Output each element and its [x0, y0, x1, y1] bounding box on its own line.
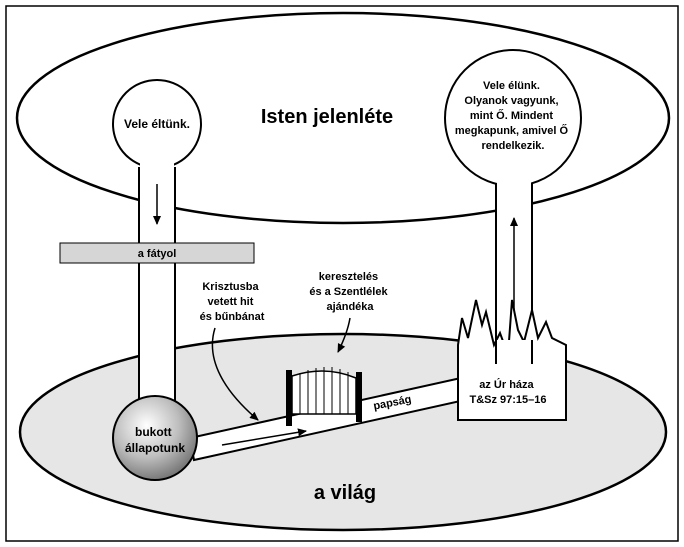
- gate-post-right: [356, 372, 362, 422]
- left-bubble-text: Vele éltünk.: [124, 117, 190, 131]
- baptism-line-2: és a Szentlélek: [309, 286, 388, 298]
- right-bubble-text: Vele élünk. Olyanok vagyunk, mint Ő. Min…: [455, 80, 571, 152]
- temple-label-line-2: T&Sz 97:15–16: [469, 394, 546, 406]
- veil-label: a fátyol: [138, 248, 177, 260]
- right-bubble-line-5: rendelkezik.: [482, 140, 545, 152]
- fallen-state-sphere: [112, 395, 198, 481]
- left-neck-cover: [140, 150, 174, 172]
- fallen-state-label: bukott állapotunk: [125, 425, 185, 455]
- faith-line-2: vetett hit: [208, 296, 254, 308]
- right-bubble-line-2: Olyanok vagyunk,: [464, 95, 558, 107]
- gate-post-left: [286, 370, 292, 426]
- faith-pointer: [211, 327, 259, 421]
- path-arrow: [221, 428, 307, 446]
- right-neck-cover: [497, 170, 531, 192]
- right-bubble-line-4: megkapunk, amivel Ő: [455, 124, 569, 137]
- temple-label: az Úr háza T&Sz 97:15–16: [469, 378, 546, 406]
- right-bubble-line-1: Vele élünk.: [483, 80, 540, 92]
- veil-bar: [59, 242, 255, 264]
- fallen-state-line-2: állapotunk: [125, 441, 185, 455]
- faith-label: Krisztusba vetett hit és bűnbánat: [200, 281, 265, 323]
- faith-line-1: Krisztusba: [202, 281, 259, 293]
- gate: [286, 367, 362, 426]
- temple-column-cover: [497, 340, 531, 360]
- baptism-line-1: keresztelés: [319, 271, 378, 283]
- temple-label-line-1: az Úr háza: [479, 378, 534, 391]
- heaven-label: Isten jelenléte: [261, 106, 393, 128]
- fallen-state-line-1: bukott: [135, 425, 172, 439]
- faith-line-3: és bűnbánat: [200, 311, 265, 323]
- baptism-label: keresztelés és a Szentlélek ajándéka: [309, 271, 390, 313]
- baptism-pointer: [337, 317, 351, 353]
- world-label: a világ: [314, 482, 376, 504]
- right-bubble-line-3: mint Ő. Mindent: [470, 109, 553, 122]
- baptism-line-3: ajándéka: [326, 301, 374, 313]
